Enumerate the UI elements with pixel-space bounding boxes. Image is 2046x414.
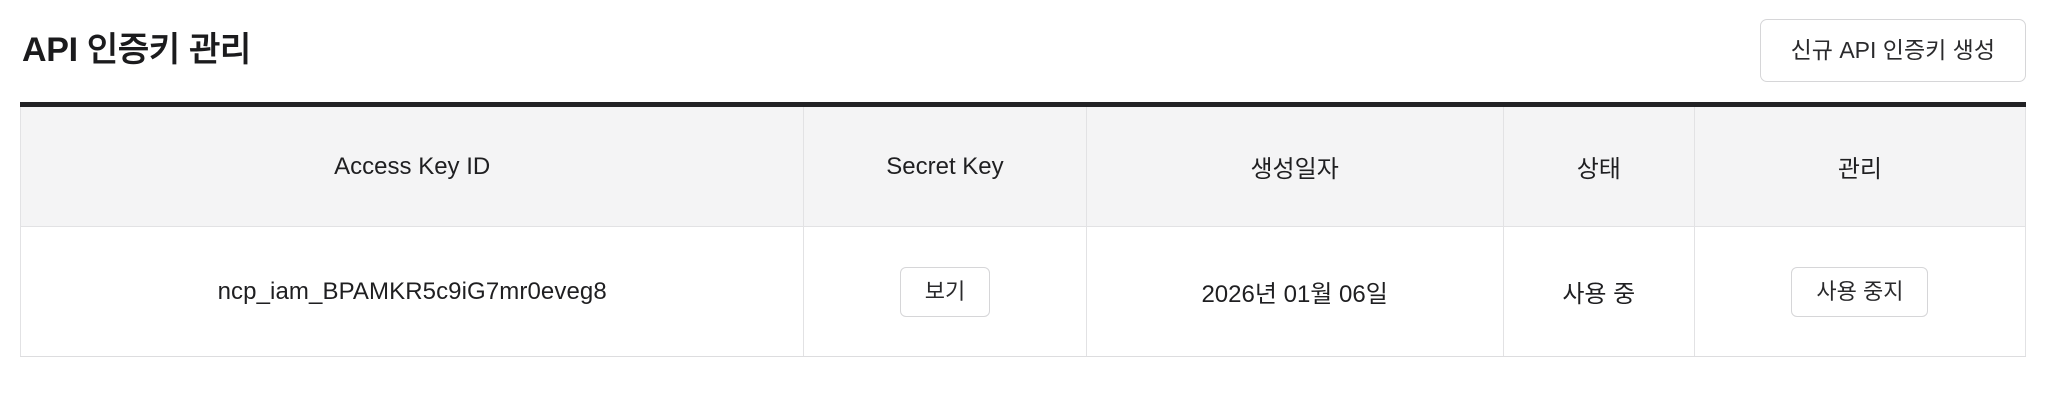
created-date-value: 2026년 01월 06일: [1201, 281, 1388, 308]
cell-status: 사용 중: [1503, 226, 1695, 357]
page-header: API 인증키 관리 신규 API 인증키 생성: [20, 0, 2026, 100]
column-header-created-date: 생성일자: [1086, 104, 1504, 227]
table-header: Access Key ID Secret Key 생성일자 상태 관리: [19, 104, 2027, 227]
column-header-status: 상태: [1503, 104, 1695, 227]
page-title: API 인증키 관리: [22, 30, 251, 69]
table-row: ncp_iam_BPAMKR5c9iG7mr0eveg8 보기 2026년 01…: [19, 226, 2027, 357]
cell-created-date: 2026년 01월 06일: [1086, 226, 1504, 357]
api-key-table: Access Key ID Secret Key 생성일자 상태 관리 ncp_…: [19, 102, 2027, 357]
cell-secret-key: 보기: [803, 226, 1087, 357]
cell-manage: 사용 중지: [1694, 226, 2027, 357]
status-value: 사용 중: [1562, 281, 1636, 308]
column-header-access-key-id: Access Key ID: [19, 104, 805, 227]
create-api-key-button[interactable]: 신규 API 인증키 생성: [1759, 18, 2026, 82]
api-key-table-container: Access Key ID Secret Key 생성일자 상태 관리 ncp_…: [19, 102, 2027, 357]
disable-api-key-button[interactable]: 사용 중지: [1791, 266, 1929, 317]
table-body: ncp_iam_BPAMKR5c9iG7mr0eveg8 보기 2026년 01…: [19, 226, 2027, 357]
column-header-secret-key: Secret Key: [803, 104, 1087, 227]
table-header-row: Access Key ID Secret Key 생성일자 상태 관리: [19, 104, 2027, 227]
view-secret-key-button[interactable]: 보기: [899, 266, 991, 317]
access-key-id-value: ncp_iam_BPAMKR5c9iG7mr0eveg8: [217, 277, 607, 305]
column-header-manage: 관리: [1694, 104, 2027, 227]
cell-access-key-id: ncp_iam_BPAMKR5c9iG7mr0eveg8: [19, 226, 805, 357]
